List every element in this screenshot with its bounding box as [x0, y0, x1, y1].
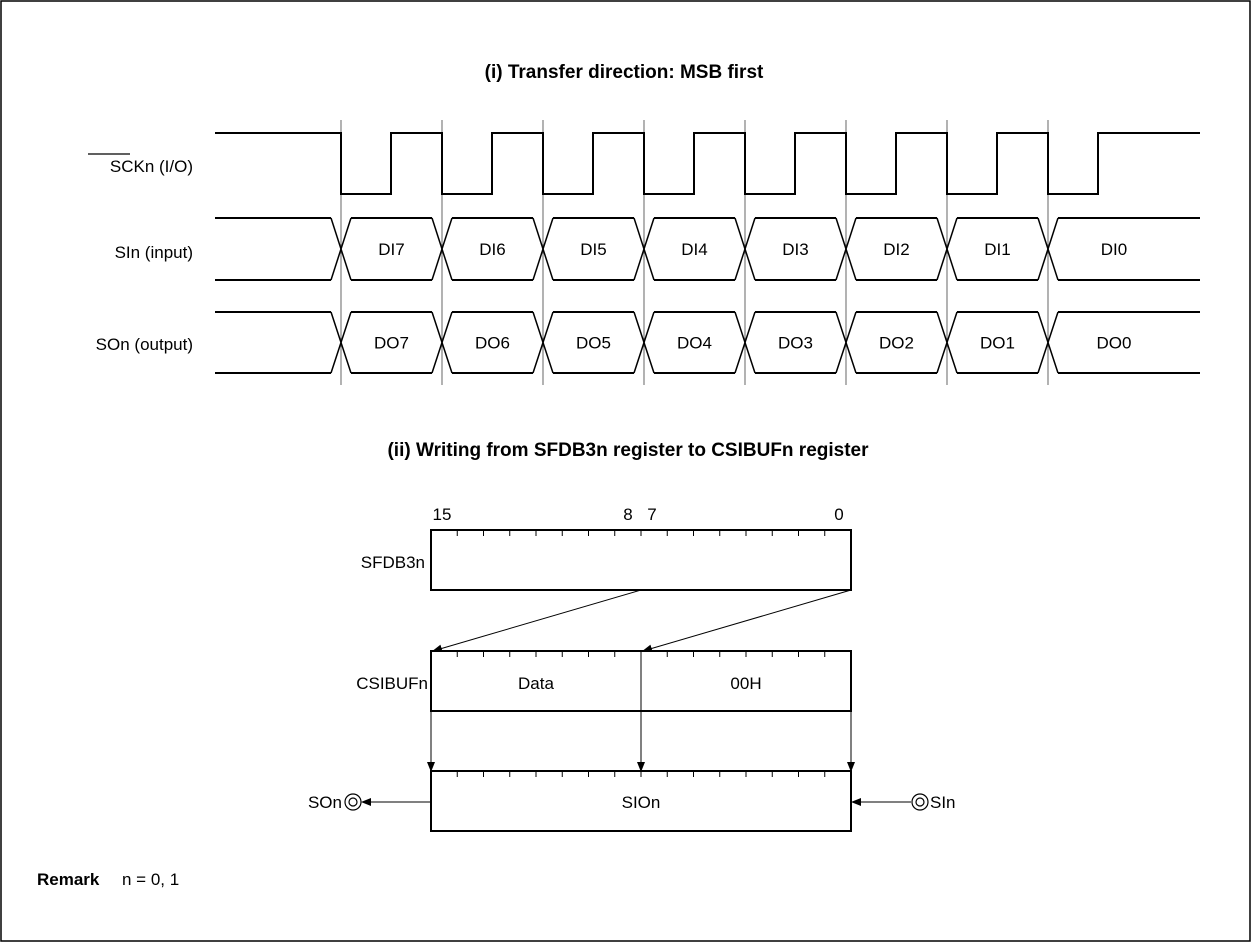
si-bit-4: DI4	[681, 240, 707, 259]
sio-bit-ticks	[456, 771, 826, 777]
si-waveform: DI7 DI6 DI5 DI4 DI3 DI2 DI1 DI0	[215, 217, 1200, 281]
remark-text: n = 0, 1	[122, 870, 179, 889]
so-bit-3: DO3	[778, 334, 813, 353]
si-transition	[734, 217, 756, 281]
sin-pin-inner-icon	[915, 797, 925, 807]
so-waveform: DO7 DO6 DO5 DO4 DO3 DO2 DO1 DO0	[215, 311, 1200, 374]
sin-pin-label: SIn	[930, 793, 956, 812]
transfer-arrow-high	[432, 589, 642, 653]
csibuf-bit-ticks	[456, 651, 826, 657]
so-transition	[734, 311, 756, 374]
register-section-title: (ii) Writing from SFDB3n register to CSI…	[387, 440, 869, 461]
si-bit-5: DI5	[580, 240, 606, 259]
si-transition	[431, 217, 453, 281]
si-transition	[633, 217, 655, 281]
so-bit-4: DO4	[677, 334, 712, 353]
son-pin-inner-icon	[348, 797, 358, 807]
so-bit-2: DO2	[879, 334, 914, 353]
son-pin-label: SOn	[308, 793, 342, 812]
si-bit-2: DI2	[883, 240, 909, 259]
so-transition	[936, 311, 958, 374]
csibuf-lower-field: 00H	[730, 674, 761, 693]
so-transition	[1037, 311, 1059, 374]
so-transition	[431, 311, 453, 374]
sio-register-box	[430, 770, 852, 832]
so-signal-label: SOn (output)	[96, 335, 193, 354]
si-transition	[330, 217, 352, 281]
so-transition	[835, 311, 857, 374]
si-bit-6: DI6	[479, 240, 505, 259]
si-bit-0: DI0	[1101, 240, 1127, 259]
clock-label-overlined: SCKn	[110, 157, 154, 176]
transfer-arrow-low	[642, 589, 852, 653]
si-transition	[936, 217, 958, 281]
sio-register-label: SIOn	[622, 793, 661, 812]
so-bit-0: DO0	[1097, 334, 1132, 353]
so-transition	[532, 311, 554, 374]
bit-label-8: 8	[623, 505, 632, 524]
so-bit-1: DO1	[980, 334, 1015, 353]
clock-signal-label: SCKn (I/O)	[110, 157, 193, 176]
sfdb-register-label: SFDB3n	[361, 553, 425, 572]
si-signal-label: SIn (input)	[115, 243, 193, 262]
sfdb-bit-ticks	[456, 530, 826, 536]
si-transition	[1037, 217, 1059, 281]
timing-section-title: (i) Transfer direction: MSB first	[485, 62, 764, 83]
si-bit-1: DI1	[984, 240, 1010, 259]
bit-label-7: 7	[647, 505, 656, 524]
so-transition	[633, 311, 655, 374]
so-bit-6: DO6	[475, 334, 510, 353]
bit-label-15: 15	[433, 505, 452, 524]
sfdb-register-box	[430, 529, 852, 591]
bit-label-0: 0	[834, 505, 843, 524]
csibuf-register-label: CSIBUFn	[356, 674, 428, 693]
csibuf-upper-field: Data	[518, 674, 554, 693]
si-transition	[835, 217, 857, 281]
so-bit-7: DO7	[374, 334, 409, 353]
so-transition	[330, 311, 352, 374]
clock-waveform	[215, 132, 1200, 195]
si-transition	[532, 217, 554, 281]
clock-label-rest: (I/O)	[154, 157, 193, 176]
so-bit-5: DO5	[576, 334, 611, 353]
remark-label: Remark	[37, 870, 100, 889]
si-bit-7: DI7	[378, 240, 404, 259]
si-bit-3: DI3	[782, 240, 808, 259]
clock-trace	[215, 132, 1200, 195]
